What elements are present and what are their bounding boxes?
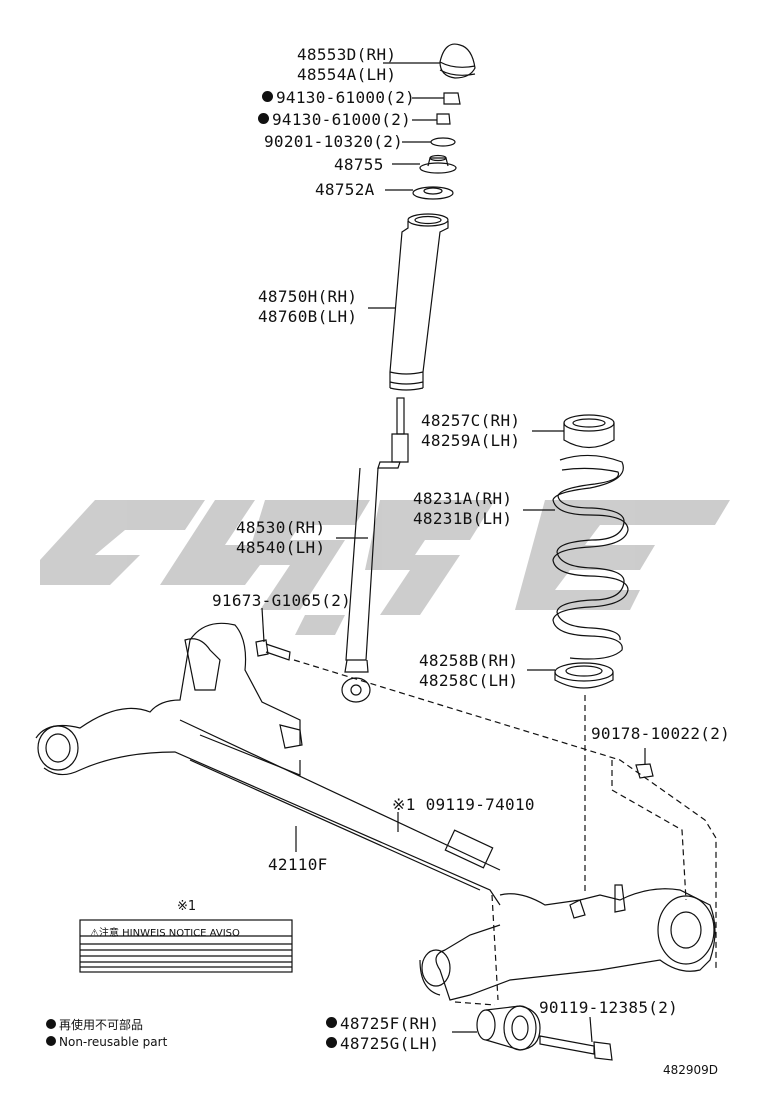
non-reusable-bullet (262, 91, 273, 102)
seat-shape (412, 186, 454, 200)
non-reusable-bullet (326, 1037, 337, 1048)
part-label-bolt-bushing: 90119-12385(2) (539, 998, 678, 1018)
part-number: 48231A(RH) (413, 489, 513, 508)
part-label-label-part: ※1 09119-74010 (392, 795, 535, 815)
part-number: 94130-61000(2) (272, 110, 412, 129)
non-reusable-bullet (258, 113, 269, 124)
warning-label-text: ⚠注意 HINWEIS NOTICE AVISO (90, 928, 240, 939)
label-mark: ※1 (177, 899, 197, 914)
warning-label-box (79, 919, 293, 973)
part-number: 42110F (268, 855, 328, 874)
part-number: 90178-10022(2) (591, 724, 731, 743)
washer-shape (430, 137, 456, 147)
part-number: 48725F(RH) (340, 1014, 440, 1033)
part-number: 90201-10320(2) (264, 132, 404, 151)
watermark-logo (40, 500, 730, 635)
bolt-upper-shape (255, 639, 291, 661)
upper-insulator-shape (563, 414, 615, 449)
part-label-bushing: 48725F(RH) 48725G(LH) (326, 1014, 439, 1054)
part-number: 48725G(LH) (340, 1034, 440, 1053)
part-number: 48258B(RH) (419, 651, 519, 670)
part-number: 48257C(RH) (421, 411, 521, 430)
non-reusable-bullet (326, 1017, 337, 1028)
part-number: 48530(RH) (236, 518, 326, 537)
part-label-nut-2: 94130-61000(2) (258, 110, 411, 130)
legend-item-japanese: 再使用不可部品 (46, 1016, 143, 1033)
part-number: 91673-G1065(2) (212, 591, 352, 610)
bushing-shape (476, 1005, 541, 1051)
legend-bullet (46, 1035, 56, 1046)
legend-text: 再使用不可部品 (59, 1018, 144, 1032)
label-part-shape (444, 829, 494, 869)
part-number: 48752A (315, 180, 375, 199)
shock-absorber-shape (341, 397, 409, 703)
part-label-nut-1: 94130-61000(2) (262, 88, 415, 108)
legend-bullet (46, 1018, 56, 1029)
part-label-shock-absorber: 48530(RH) 48540(LH) (236, 518, 325, 558)
part-label-nut-axle: 90178-10022(2) (591, 724, 730, 744)
figure-id: 482909D (663, 1063, 719, 1077)
part-label-dust-boot: 48750H(RH) 48760B(LH) (258, 287, 357, 327)
part-label-bump-stopper: 48553D(RH) 48554A(LH) (297, 45, 397, 85)
legend-item-english: Non-reusable part (46, 1035, 167, 1049)
part-label-upper-insulator: 48257C(RH) 48259A(LH) (421, 411, 520, 451)
legend-text: Non-reusable part (59, 1035, 168, 1049)
part-number: 48750H(RH) (258, 287, 358, 306)
part-number: 48554A(LH) (297, 65, 397, 84)
lower-insulator-shape (554, 662, 614, 689)
part-label-support: 48755 (334, 155, 384, 175)
support-shape (419, 154, 457, 174)
part-number: 48231B(LH) (413, 509, 513, 528)
dust-boot-shape (389, 213, 449, 391)
part-label-seat: 48752A (315, 180, 375, 200)
part-number: 90119-12385(2) (539, 998, 679, 1017)
drawing-layer (35, 43, 717, 1061)
part-number: 48760B(LH) (258, 307, 358, 326)
nut-shape-2 (436, 113, 451, 125)
nut-axle-shape (635, 763, 654, 779)
part-number: 48540(LH) (236, 538, 326, 557)
part-label-axle-beam: 42110F (268, 855, 328, 875)
part-label-lower-insulator: 48258B(RH) 48258C(LH) (419, 651, 518, 691)
axle-beam-shape (35, 622, 716, 1001)
bolt-bushing-shape (539, 1035, 613, 1061)
part-label-coil-spring: 48231A(RH) 48231B(LH) (413, 489, 512, 529)
bump-stopper-shape (439, 43, 476, 79)
nut-shape-1 (443, 92, 461, 105)
part-number: 48259A(LH) (421, 431, 521, 450)
part-number: 94130-61000(2) (276, 88, 416, 107)
part-label-bolt-upper: 91673-G1065(2) (212, 591, 351, 611)
part-label-washer: 90201-10320(2) (264, 132, 403, 152)
part-number: 48553D(RH) (297, 45, 397, 64)
part-number: ※1 09119-74010 (392, 795, 535, 814)
part-number: 48258C(LH) (419, 671, 519, 690)
coil-spring-shape (552, 454, 629, 660)
part-number: 48755 (334, 155, 384, 174)
